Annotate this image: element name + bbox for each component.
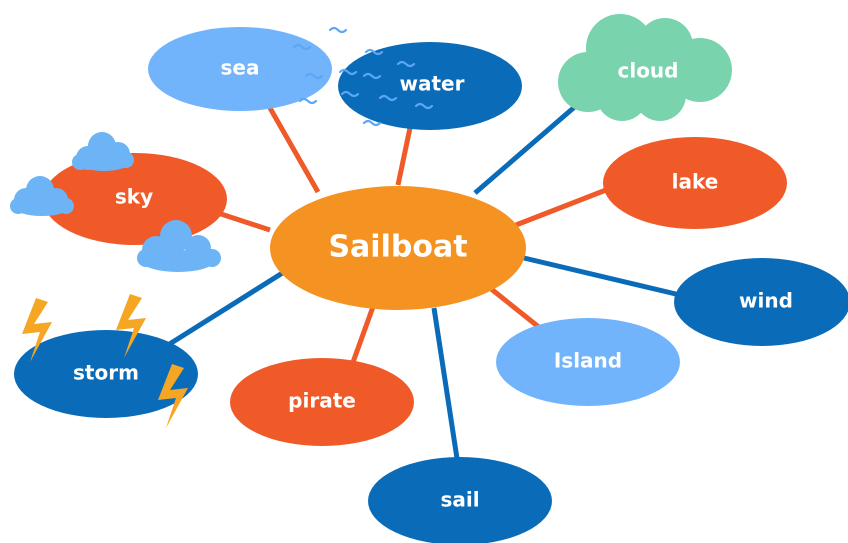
node-storm-label: storm bbox=[73, 361, 139, 385]
node-water-shape bbox=[338, 42, 522, 130]
node-storm-shape bbox=[14, 330, 198, 418]
node-pirate[interactable]: pirate bbox=[230, 358, 414, 446]
node-center[interactable]: Sailboat bbox=[270, 186, 526, 310]
node-water-label: water bbox=[400, 72, 465, 96]
link-storm bbox=[166, 269, 286, 348]
node-cloud-label: cloud bbox=[617, 59, 678, 83]
node-wind[interactable]: wind bbox=[674, 258, 848, 346]
node-island-label: Island bbox=[554, 349, 622, 373]
lightning-icons bbox=[22, 294, 188, 428]
node-wind-label: wind bbox=[739, 289, 793, 313]
node-sea-label: sea bbox=[221, 56, 260, 80]
node-cloud-shape bbox=[558, 14, 732, 121]
small-cloud-icon bbox=[10, 176, 74, 216]
node-sea-shape bbox=[148, 27, 332, 111]
lightning-icon bbox=[22, 298, 52, 362]
node-island-shape bbox=[496, 318, 680, 406]
small-cloud-icon bbox=[72, 132, 134, 171]
node-lake-label: lake bbox=[672, 170, 719, 194]
node-lake-shape bbox=[603, 137, 787, 229]
node-cloud[interactable]: cloud bbox=[558, 14, 732, 121]
node-pirate-label: pirate bbox=[288, 389, 356, 413]
small-cloud-icon bbox=[137, 220, 221, 272]
node-sail-label: sail bbox=[440, 488, 479, 512]
link-water bbox=[395, 127, 413, 186]
connectors bbox=[166, 102, 681, 466]
wave-decoration bbox=[292, 26, 434, 127]
link-island bbox=[488, 286, 542, 330]
link-sea bbox=[267, 106, 321, 194]
node-center-label: Sailboat bbox=[328, 230, 467, 265]
node-sail[interactable]: sail bbox=[368, 457, 552, 543]
node-water[interactable]: water bbox=[338, 42, 522, 130]
node-center-shape bbox=[270, 186, 526, 310]
link-sky bbox=[217, 210, 271, 233]
link-sail bbox=[431, 307, 461, 466]
node-storm[interactable]: storm bbox=[14, 330, 198, 418]
node-sail-shape bbox=[368, 457, 552, 543]
link-wind bbox=[523, 255, 681, 298]
lightning-icon bbox=[116, 294, 146, 358]
node-sky-label: sky bbox=[115, 185, 153, 209]
node-sea[interactable]: sea bbox=[148, 27, 332, 111]
node-island[interactable]: Island bbox=[496, 318, 680, 406]
node-pirate-shape bbox=[230, 358, 414, 446]
lightning-icon bbox=[158, 364, 188, 428]
node-lake[interactable]: lake bbox=[603, 137, 787, 229]
link-cloud bbox=[473, 102, 580, 195]
link-pirate bbox=[349, 303, 377, 366]
node-sky[interactable]: sky bbox=[43, 153, 227, 245]
node-wind-shape bbox=[674, 258, 848, 346]
link-lake bbox=[515, 187, 607, 228]
